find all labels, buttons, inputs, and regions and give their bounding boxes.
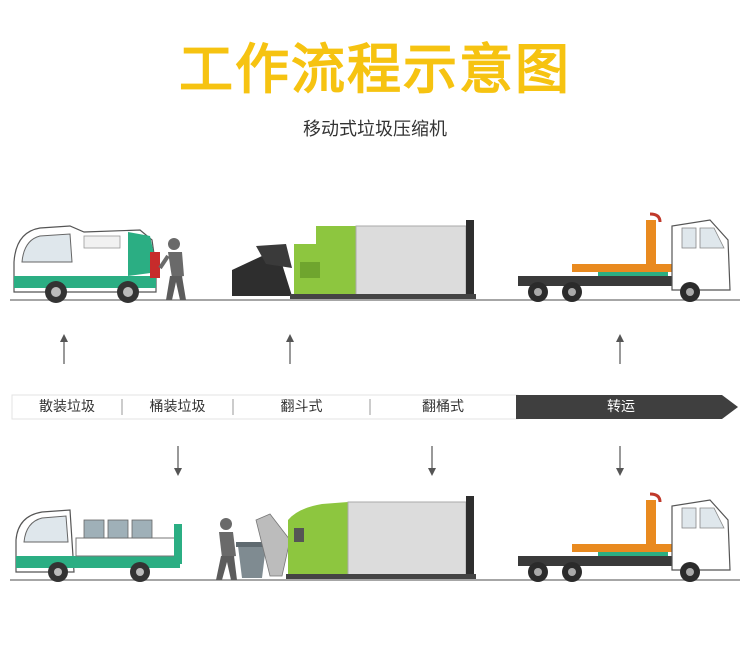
up-arrow-icon (60, 334, 68, 364)
worker-with-bin (216, 518, 268, 580)
page-title: 工作流程示意图 (179, 38, 571, 101)
down-arrow-icon (616, 446, 624, 476)
hook-lift-transfer-truck-bottom (518, 492, 731, 582)
stage-label-tipper: 翻桶式 (422, 399, 464, 415)
banner-active-arrow (516, 395, 738, 419)
bin-lifter-compactor (255, 496, 476, 579)
down-arrow-icon (174, 446, 182, 476)
page-subtitle: 移动式垃圾压缩机 (303, 119, 447, 140)
bin-carrying-truck (15, 509, 182, 582)
stage-label-bulk: 散装垃圾 (39, 399, 95, 415)
stage-label-bin: 桶装垃圾 (149, 399, 206, 415)
electric-collection-truck (13, 225, 160, 303)
stage-label-dump: 翻斗式 (280, 399, 323, 415)
stage-banner (11, 394, 738, 420)
trash-bin (238, 546, 266, 578)
stage-label-transfer: 转运 (607, 399, 635, 415)
up-arrow-icon (616, 334, 624, 364)
worker-figure (158, 238, 186, 300)
down-arrow-icon (428, 446, 436, 476)
hook-lift-transfer-truck-top (518, 212, 731, 302)
up-arrow-icon (286, 334, 294, 364)
dump-type-compactor (232, 220, 476, 299)
